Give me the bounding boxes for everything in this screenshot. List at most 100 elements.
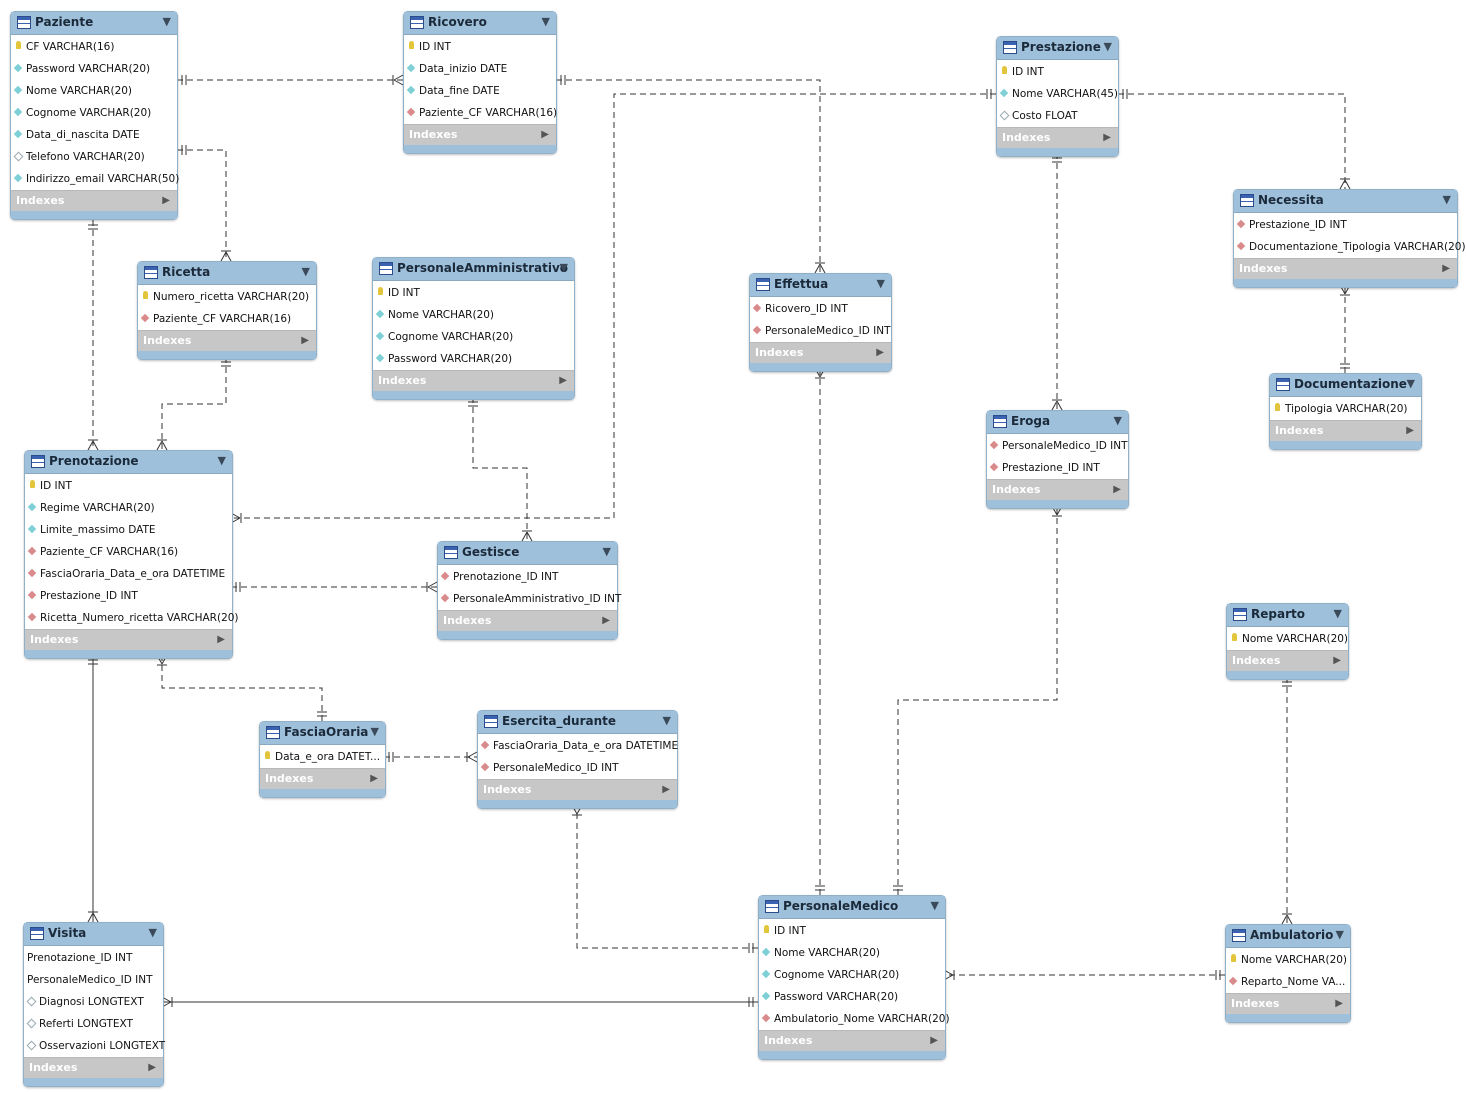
column-row[interactable]: ID INT [404,36,556,58]
column-row[interactable]: Indirizzo_email VARCHAR(50) [11,168,179,190]
expand-arrow-icon[interactable]: ▶ [1335,998,1343,1009]
table-header[interactable]: PersonaleAmministrativo▼ [373,258,574,281]
collapse-toggle-icon[interactable]: ▼ [876,277,885,290]
column-row[interactable]: Nome VARCHAR(20) [373,304,574,326]
column-row[interactable]: Nome VARCHAR(20) [1226,949,1350,971]
column-row[interactable]: Costo FLOAT [997,105,1118,127]
relationship-prestazione-eroga[interactable] [1051,153,1063,411]
expand-arrow-icon[interactable]: ▶ [1333,655,1341,666]
table-header[interactable]: Visita▼ [24,923,163,946]
indexes-section[interactable]: Indexes▶ [25,629,232,650]
table-header[interactable]: Eroga▼ [987,411,1128,434]
column-row[interactable]: ID INT [997,61,1118,83]
relationship-personalemedico-effettua[interactable] [814,367,826,895]
relationship-ricovero-effettua[interactable] [556,75,826,274]
indexes-section[interactable]: Indexes▶ [24,1057,163,1078]
table-header[interactable]: Prestazione▼ [997,37,1118,60]
relationship-ambulatorio-personalemedico[interactable] [943,969,1225,981]
column-row[interactable]: PersonaleAmministrativo_ID INT [438,588,621,610]
column-row[interactable]: PersonaleMedico_ID INT [987,435,1128,457]
indexes-section[interactable]: Indexes▶ [987,479,1128,500]
column-row[interactable]: Paziente_CF VARCHAR(16) [25,541,232,563]
column-row[interactable]: CF VARCHAR(16) [11,36,177,58]
expand-arrow-icon[interactable]: ▶ [217,634,225,645]
column-row[interactable]: Ambulatorio_Nome VARCHAR(20) [759,1008,950,1030]
table-header[interactable]: Necessita▼ [1234,190,1457,213]
column-row[interactable]: Password VARCHAR(20) [759,986,945,1008]
table-header[interactable]: PersonaleMedico▼ [759,896,945,919]
expand-arrow-icon[interactable]: ▶ [1113,484,1121,495]
table-header[interactable]: FasciaOraria▼ [260,722,385,745]
relationship-prenotazione-gestisce[interactable] [231,581,438,593]
table-header[interactable]: Ambulatorio▼ [1226,925,1350,948]
column-row[interactable]: Password VARCHAR(20) [11,58,177,80]
column-row[interactable]: Ricetta_Numero_ricetta VARCHAR(20) [25,607,239,629]
column-row[interactable]: PersonaleMedico_ID INT [750,320,891,342]
collapse-toggle-icon[interactable]: ▼ [930,899,939,912]
table-header[interactable]: Ricovero▼ [404,12,556,35]
collapse-toggle-icon[interactable]: ▼ [1113,414,1122,427]
indexes-section[interactable]: Indexes▶ [11,190,177,211]
table-documentazione[interactable]: Documentazione▼Tipologia VARCHAR(20)Inde… [1269,373,1422,450]
column-row[interactable]: Prenotazione_ID INT [438,566,617,588]
indexes-section[interactable]: Indexes▶ [750,342,891,363]
indexes-section[interactable]: Indexes▶ [373,370,574,391]
relationship-personaleamministrativo-gestisce[interactable] [468,397,533,542]
indexes-section[interactable]: Indexes▶ [1270,420,1421,441]
column-row[interactable]: Nome VARCHAR(20) [11,80,177,102]
column-row[interactable]: Nome VARCHAR(45) [997,83,1118,105]
column-row[interactable]: Prenotazione_ID INT [24,947,163,969]
column-row[interactable]: Paziente_CF VARCHAR(16) [138,308,316,330]
collapse-toggle-icon[interactable]: ▼ [217,454,226,467]
expand-arrow-icon[interactable]: ▶ [301,335,309,346]
indexes-section[interactable]: Indexes▶ [438,610,617,631]
column-row[interactable]: PersonaleMedico_ID INT [24,969,163,991]
relationship-personalemedico-visita[interactable] [161,996,758,1008]
collapse-toggle-icon[interactable]: ▼ [162,15,171,28]
expand-arrow-icon[interactable]: ▶ [930,1035,938,1046]
column-row[interactable]: Reparto_Nome VA... [1226,971,1350,993]
column-row[interactable]: Data_di_nascita DATE [11,124,177,146]
table-ricetta[interactable]: Ricetta▼Numero_ricetta VARCHAR(20)Pazien… [137,261,317,360]
table-header[interactable]: Esercita_durante▼ [478,711,677,734]
table-reparto[interactable]: Reparto▼Nome VARCHAR(20)Indexes▶ [1226,603,1349,680]
table-fasciaoraria[interactable]: FasciaOraria▼Data_e_ora DATET...Indexes▶ [259,721,386,798]
column-row[interactable]: Data_inizio DATE [404,58,556,80]
collapse-toggle-icon[interactable]: ▼ [1333,607,1342,620]
column-row[interactable]: Nome VARCHAR(20) [1227,628,1348,650]
expand-arrow-icon[interactable]: ▶ [559,375,567,386]
collapse-toggle-icon[interactable]: ▼ [662,714,671,727]
relationship-fasciaoraria-esercita_durante[interactable] [384,751,478,763]
relationship-documentazione-necessita[interactable] [1339,284,1351,373]
indexes-section[interactable]: Indexes▶ [759,1030,945,1051]
expand-arrow-icon[interactable]: ▶ [1103,132,1111,143]
column-row[interactable]: PersonaleMedico_ID INT [478,757,677,779]
column-row[interactable]: ID INT [25,475,232,497]
expand-arrow-icon[interactable]: ▶ [148,1062,156,1073]
relationship-prenotazione-visita[interactable] [87,655,99,923]
table-ambulatorio[interactable]: Ambulatorio▼Nome VARCHAR(20)Reparto_Nome… [1225,924,1351,1023]
indexes-section[interactable]: Indexes▶ [404,124,556,145]
collapse-toggle-icon[interactable]: ▼ [1335,928,1344,941]
indexes-section[interactable]: Indexes▶ [478,779,677,800]
relationship-paziente-ricetta[interactable] [177,145,232,262]
column-row[interactable]: Referti LONGTEXT [24,1013,163,1035]
table-header[interactable]: Effettua▼ [750,274,891,297]
column-row[interactable]: Prestazione_ID INT [25,585,232,607]
collapse-toggle-icon[interactable]: ▼ [559,261,568,274]
relationship-personalemedico-eroga[interactable] [893,505,1063,895]
column-row[interactable]: Nome VARCHAR(20) [759,942,945,964]
collapse-toggle-icon[interactable]: ▼ [1103,40,1112,53]
column-row[interactable]: Limite_massimo DATE [25,519,232,541]
column-row[interactable]: Cognome VARCHAR(20) [11,102,177,124]
indexes-section[interactable]: Indexes▶ [1226,993,1350,1014]
collapse-toggle-icon[interactable]: ▼ [1442,193,1451,206]
expand-arrow-icon[interactable]: ▶ [876,347,884,358]
relationship-personalemedico-esercita_durante[interactable] [571,804,758,953]
column-row[interactable]: Paziente_CF VARCHAR(16) [404,102,557,124]
